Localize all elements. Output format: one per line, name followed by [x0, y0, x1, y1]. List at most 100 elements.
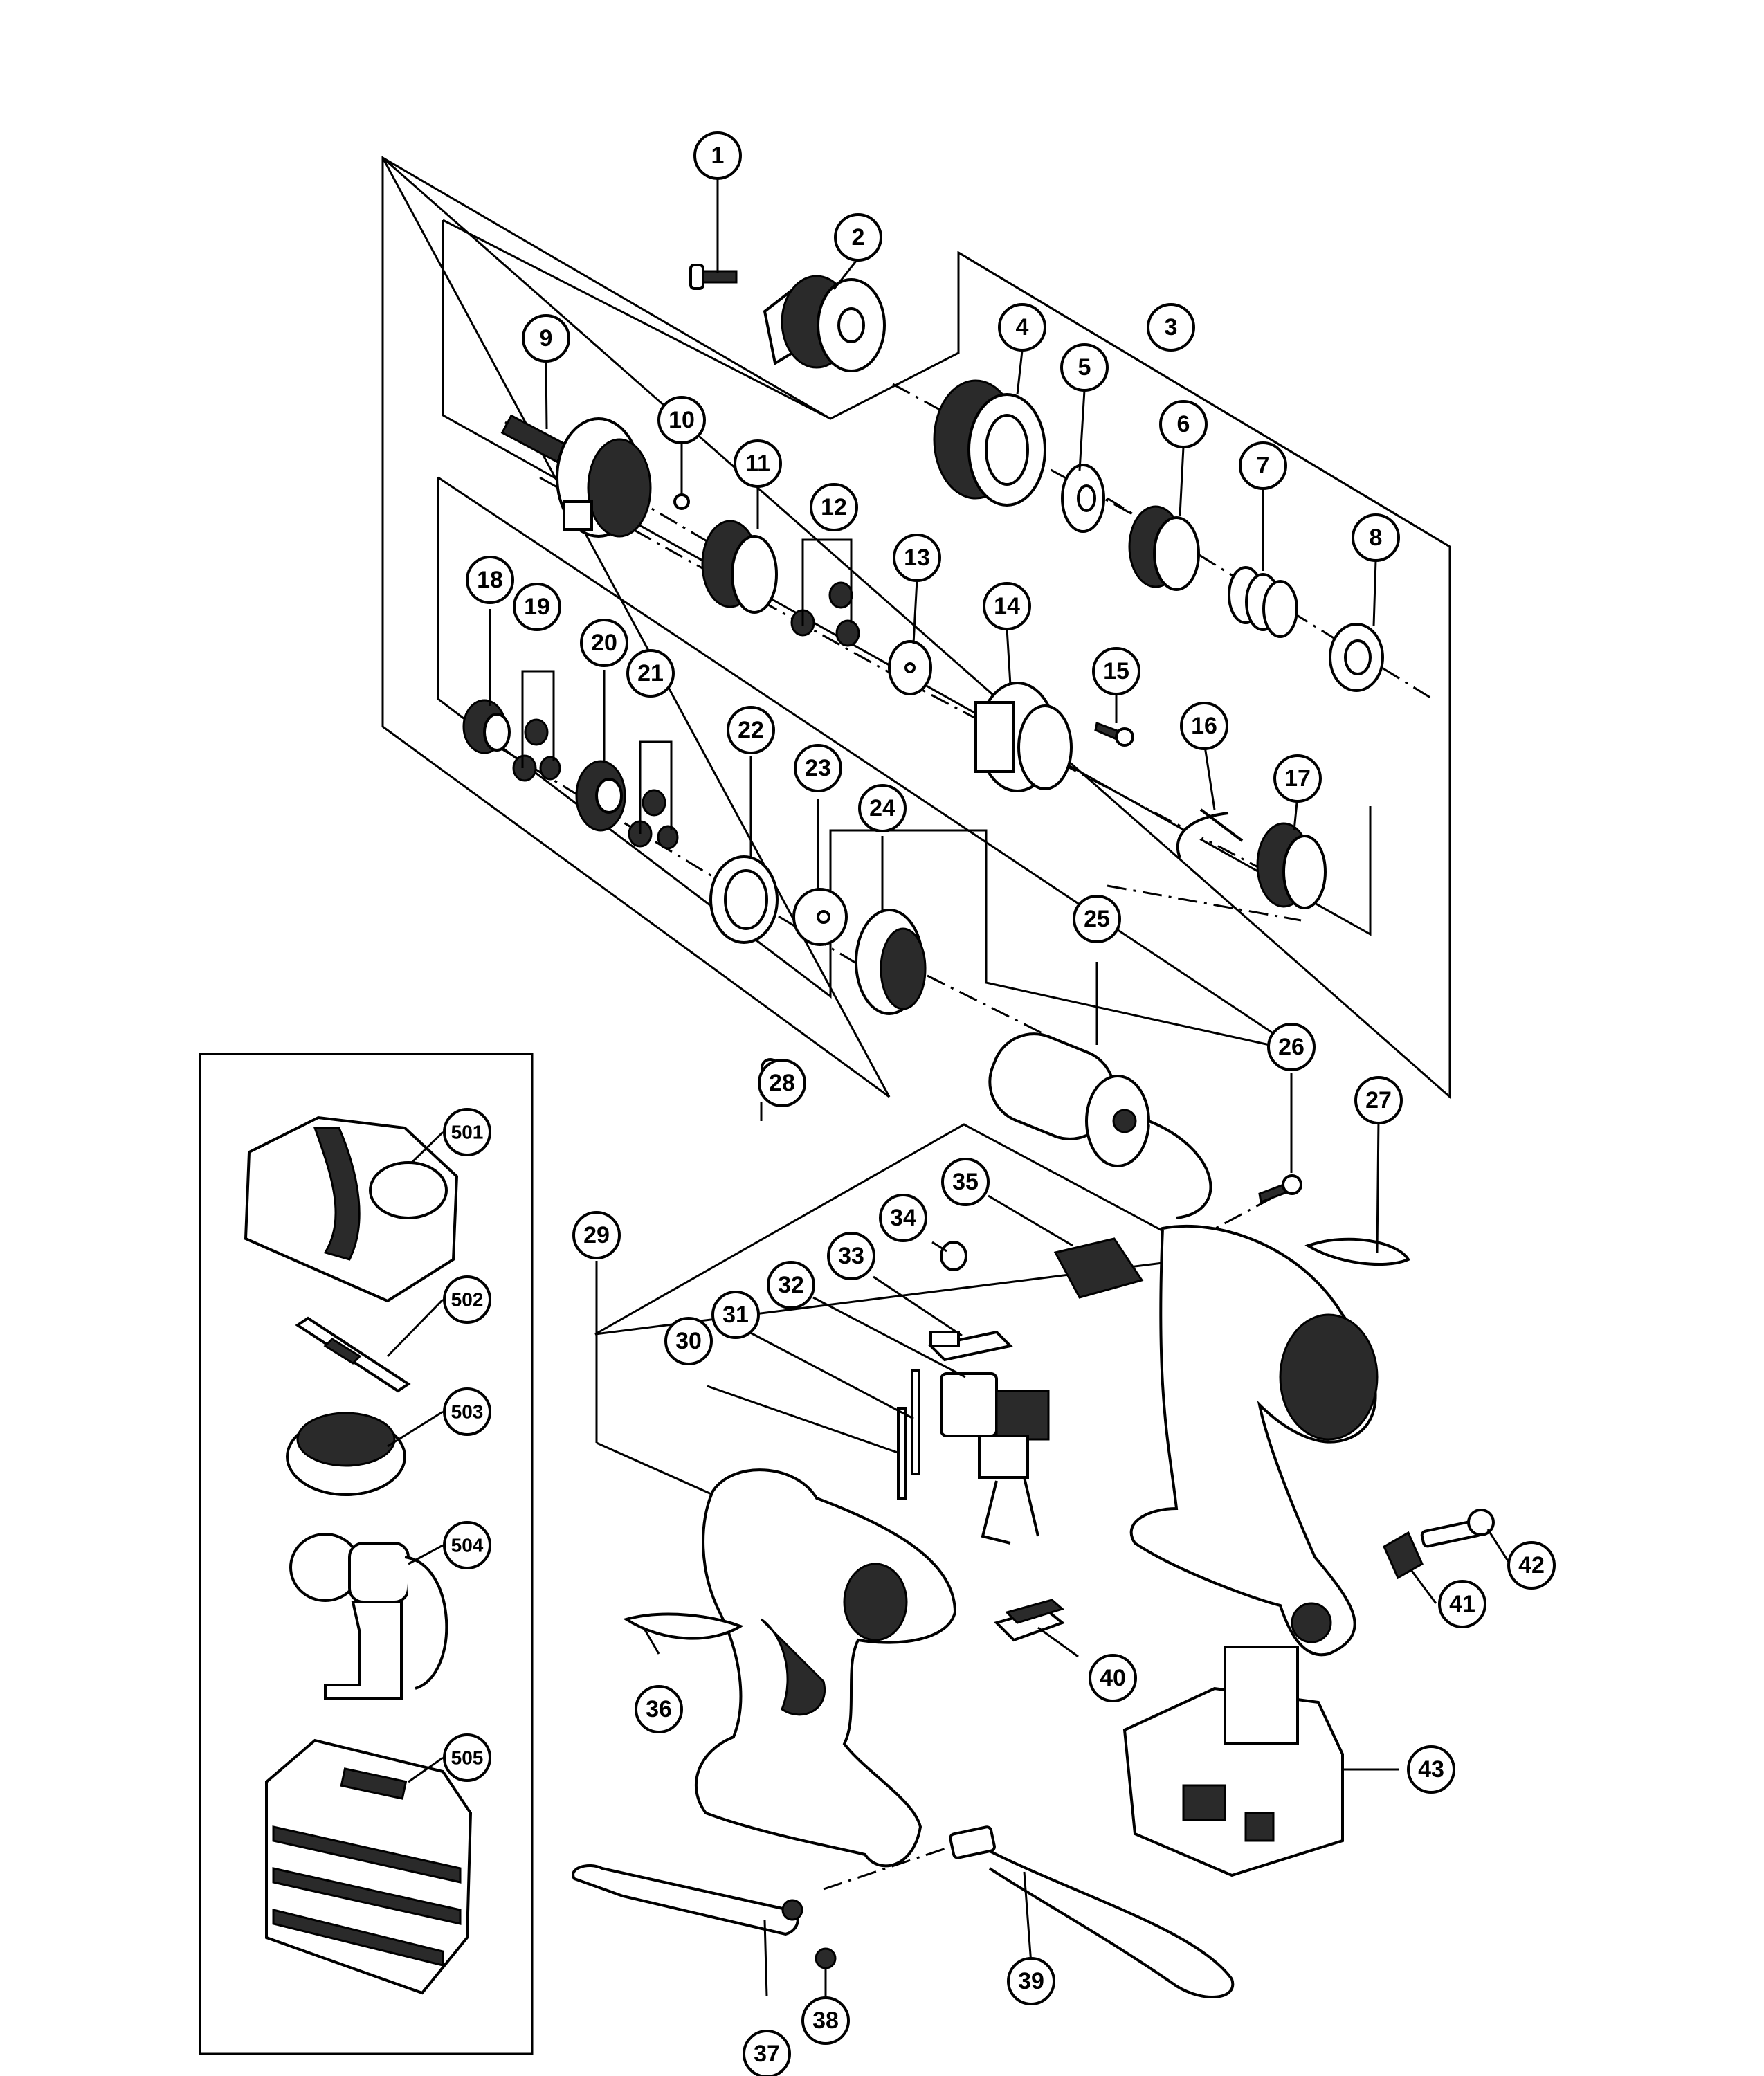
part-planet-gears-21: [628, 789, 679, 850]
accessories-frame: [199, 1053, 534, 2055]
callout-502: 502: [443, 1275, 491, 1324]
svg-text:13: 13: [904, 545, 930, 571]
svg-text:15: 15: [1103, 658, 1129, 684]
part-bushing-34: [940, 1241, 967, 1271]
svg-text:21: 21: [637, 660, 664, 686]
part-gear-case-14: [974, 682, 1073, 792]
part-terminal-40: [994, 1599, 1066, 1642]
part-spindle-housing-9: [500, 414, 652, 538]
svg-text:32: 32: [778, 1272, 804, 1298]
svg-text:9: 9: [540, 325, 553, 352]
svg-text:502: 502: [451, 1289, 484, 1311]
callout-42: 42: [1507, 1541, 1556, 1590]
callout-16: 16: [1180, 702, 1228, 750]
part-label-27: [1304, 1237, 1410, 1266]
svg-text:31: 31: [722, 1302, 749, 1328]
part-label-36: [623, 1612, 744, 1640]
callout-23: 23: [794, 744, 842, 792]
svg-text:29: 29: [583, 1222, 610, 1248]
part-belt-clip-37: [572, 1864, 803, 1936]
part-battery-43: [1122, 1646, 1344, 1877]
svg-text:505: 505: [451, 1747, 484, 1769]
callout-41: 41: [1438, 1580, 1486, 1628]
callout-35: 35: [941, 1158, 990, 1206]
callout-24: 24: [858, 784, 907, 832]
callout-501: 501: [443, 1108, 491, 1156]
part-screw-15: [1094, 721, 1134, 747]
callout-18: 18: [466, 556, 514, 604]
callout-1: 1: [693, 131, 742, 180]
svg-text:23: 23: [805, 755, 831, 781]
svg-text:35: 35: [952, 1169, 979, 1195]
svg-text:6: 6: [1177, 411, 1190, 437]
accessory-flashlight-504: [289, 1533, 448, 1700]
svg-text:19: 19: [524, 594, 550, 620]
callout-8: 8: [1352, 513, 1400, 562]
callout-39: 39: [1007, 1957, 1055, 2005]
part-clutch-dial-4: [933, 379, 1046, 507]
part-washer-23: [792, 888, 848, 946]
svg-text:12: 12: [821, 494, 847, 520]
part-screw-42: [1420, 1509, 1495, 1548]
callout-34: 34: [879, 1194, 927, 1242]
callout-17: 17: [1273, 754, 1322, 803]
callout-5: 5: [1060, 343, 1109, 392]
svg-text:40: 40: [1100, 1665, 1126, 1691]
svg-text:30: 30: [675, 1328, 702, 1354]
svg-text:11: 11: [745, 450, 770, 477]
part-motor-bracket-24: [855, 909, 927, 1015]
accessory-charger-501: [244, 1116, 459, 1303]
svg-text:27: 27: [1365, 1087, 1392, 1113]
svg-text:24: 24: [869, 795, 895, 821]
svg-text:26: 26: [1278, 1034, 1304, 1060]
part-clutch-ring-17: [1256, 822, 1327, 909]
part-nut-38: [815, 1947, 837, 1969]
svg-text:33: 33: [838, 1243, 864, 1269]
svg-text:16: 16: [1191, 713, 1217, 739]
callout-21: 21: [626, 649, 675, 698]
svg-text:28: 28: [769, 1070, 795, 1096]
callout-4: 4: [998, 303, 1046, 352]
callout-25: 25: [1073, 895, 1121, 943]
part-screw-26: [1258, 1174, 1302, 1204]
part-gear-20: [575, 760, 626, 832]
svg-text:5: 5: [1078, 354, 1091, 381]
part-spring-41: [1383, 1531, 1424, 1580]
callout-3: 3: [1147, 303, 1195, 352]
callout-36: 36: [635, 1685, 683, 1733]
svg-text:14: 14: [994, 593, 1020, 619]
callout-28: 28: [758, 1059, 806, 1107]
part-clip-16: [1176, 808, 1244, 859]
svg-text:38: 38: [812, 2007, 839, 2034]
part-housing-left: [1129, 1225, 1379, 1657]
part-spring-7: [1228, 566, 1298, 638]
callout-13: 13: [893, 534, 941, 582]
part-plate-5: [1061, 464, 1105, 533]
callout-503: 503: [443, 1387, 491, 1436]
callout-40: 40: [1089, 1654, 1137, 1702]
callout-7: 7: [1239, 441, 1287, 490]
part-keyless-chuck-2: [763, 275, 886, 372]
part-ring-gear-11: [701, 520, 778, 614]
callout-19: 19: [513, 583, 561, 631]
part-ball-10: [673, 493, 690, 510]
svg-text:17: 17: [1284, 765, 1311, 792]
svg-text:2: 2: [852, 224, 865, 251]
svg-text:34: 34: [890, 1205, 916, 1231]
callout-38: 38: [801, 1996, 850, 2045]
callout-32: 32: [767, 1261, 815, 1309]
svg-text:503: 503: [451, 1401, 484, 1423]
part-washer-13: [888, 640, 932, 695]
callout-29: 29: [572, 1211, 621, 1259]
callout-33: 33: [827, 1232, 875, 1280]
svg-text:43: 43: [1418, 1756, 1444, 1783]
svg-text:10: 10: [669, 407, 695, 433]
accessory-case-505: [265, 1738, 473, 1995]
callout-505: 505: [443, 1733, 491, 1782]
svg-text:4: 4: [1016, 314, 1029, 340]
part-switch-32: [940, 1372, 1050, 1545]
callout-37: 37: [743, 2030, 791, 2076]
svg-text:18: 18: [477, 567, 503, 593]
part-housing-right-29: [694, 1468, 957, 1868]
